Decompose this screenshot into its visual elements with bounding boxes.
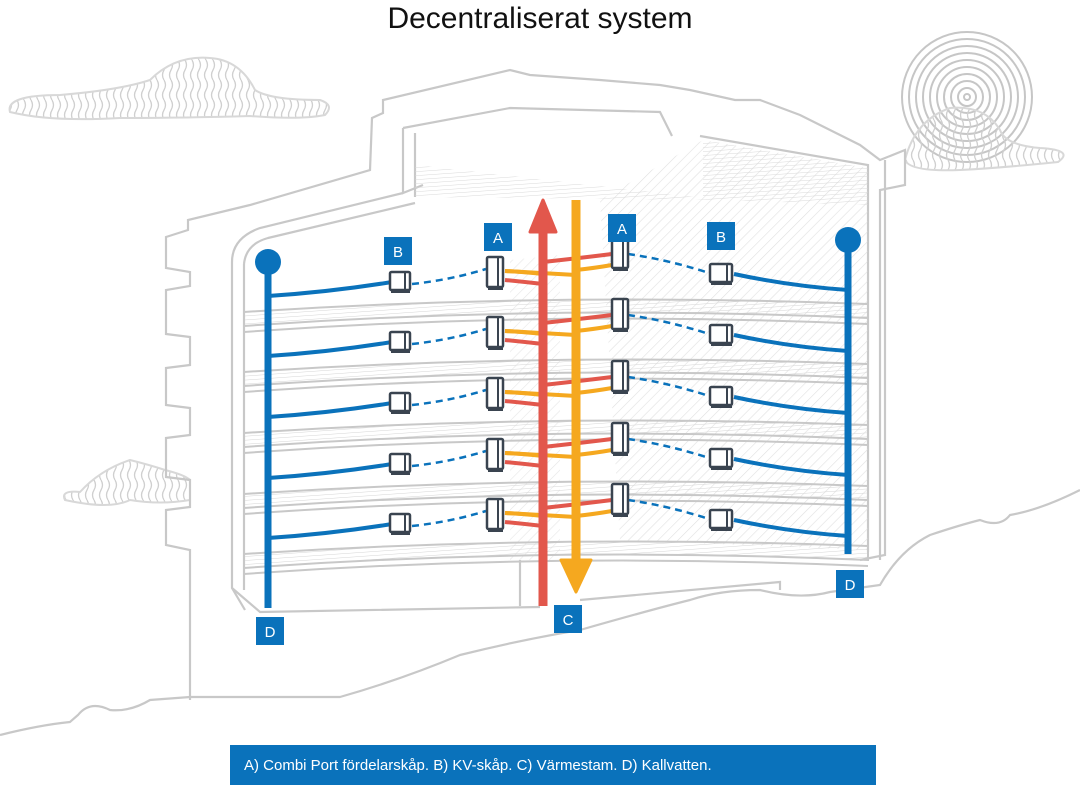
label-a-right: A: [608, 214, 636, 242]
floor-slab: [243, 298, 869, 333]
kv-cabinet-b: [388, 330, 412, 353]
heat-riser-supply: [528, 198, 558, 606]
riser-cap-right: [835, 227, 861, 253]
dashed-connection: [627, 252, 713, 276]
cloud-bottom-left: [63, 458, 191, 506]
combi-port-cabinet-a: [610, 359, 630, 394]
label-c: C: [554, 605, 582, 633]
svg-text:D: D: [265, 624, 276, 641]
kv-cabinet-b: [388, 512, 412, 535]
cold-water-riser-right: [835, 227, 861, 554]
cold-water-branch-right: [733, 333, 849, 353]
cold-water-branch-left: [267, 462, 393, 480]
combi-port-cabinet-a: [485, 437, 505, 472]
dashed-connection: [411, 388, 487, 407]
floor-5: [267, 482, 849, 540]
legend-caption: A) Combi Port fördelarskåp. B) KV-skåp. …: [230, 745, 876, 785]
label-d-right: D: [836, 570, 864, 598]
dashed-connection: [627, 437, 713, 461]
heat-riser-return: [559, 200, 593, 594]
dashed-connection: [411, 449, 487, 468]
floor-slab: [243, 540, 869, 575]
kv-cabinet-b: [388, 391, 412, 414]
label-b-right: B: [707, 222, 735, 250]
combi-port-cabinet-a: [610, 421, 630, 456]
kv-cabinet-b: [708, 323, 734, 346]
combi-port-cabinet-a: [610, 236, 630, 271]
arrow-down-icon: [559, 558, 593, 594]
heat-return-branch: [575, 509, 613, 518]
floor-branches: [267, 236, 849, 540]
combi-port-cabinet-a: [485, 497, 505, 532]
kv-cabinet-b: [708, 262, 734, 285]
floor-2: [267, 297, 849, 358]
diagram-title: Decentraliserat system: [387, 2, 693, 35]
kv-cabinet-b: [708, 447, 734, 470]
floor-slab: [243, 358, 869, 393]
dashed-connection: [627, 313, 713, 337]
kv-cabinet-b: [388, 452, 412, 475]
dashed-connection: [627, 375, 713, 399]
floor-slab: [243, 480, 869, 515]
cold-water-branch-right: [733, 457, 849, 477]
combi-port-cabinet-a: [610, 482, 630, 517]
dashed-connection: [411, 327, 487, 346]
svg-text:B: B: [716, 229, 726, 246]
floor-slabs: [243, 298, 869, 575]
svg-text:D: D: [845, 577, 856, 594]
cold-water-branch-right: [733, 395, 849, 415]
building-outline: [164, 68, 907, 700]
svg-text:C: C: [563, 612, 574, 629]
cold-water-riser-left: [255, 249, 281, 608]
cold-water-branch-right: [733, 518, 849, 538]
cloud-top-left: [8, 56, 330, 121]
label-b-left: B: [384, 237, 412, 265]
heat-return-branch: [575, 448, 613, 457]
dashed-connection: [627, 498, 713, 522]
svg-text:A: A: [493, 230, 503, 247]
ground-line: [0, 489, 1080, 737]
cold-water-branch-right: [733, 272, 849, 292]
combi-port-cabinet-a: [485, 376, 505, 411]
floor-4: [267, 421, 849, 480]
dashed-connection: [411, 509, 487, 528]
combi-port-cabinet-a: [610, 297, 630, 332]
heat-return-branch: [575, 386, 613, 395]
label-a-left: A: [484, 223, 512, 251]
heat-return-branch: [575, 324, 613, 333]
riser-cap-left: [255, 249, 281, 275]
floor-3: [267, 359, 849, 419]
combi-port-cabinet-a: [485, 315, 505, 350]
arrow-up-icon: [528, 198, 558, 234]
cold-water-branch-left: [267, 340, 393, 358]
svg-text:A: A: [617, 221, 627, 238]
kv-cabinet-b: [388, 270, 412, 293]
kv-cabinet-b: [708, 385, 734, 408]
kv-cabinet-b: [708, 508, 734, 531]
floor-slab: [243, 419, 869, 454]
floor-1: [267, 236, 849, 298]
label-d-left: D: [256, 617, 284, 645]
dashed-connection: [411, 267, 487, 286]
cloud-right: [903, 106, 1065, 172]
cold-water-branch-left: [267, 522, 393, 540]
svg-text:B: B: [393, 244, 403, 261]
cold-water-branch-left: [267, 280, 393, 298]
combi-port-cabinet-a: [485, 255, 505, 290]
cold-water-branch-left: [267, 401, 393, 419]
